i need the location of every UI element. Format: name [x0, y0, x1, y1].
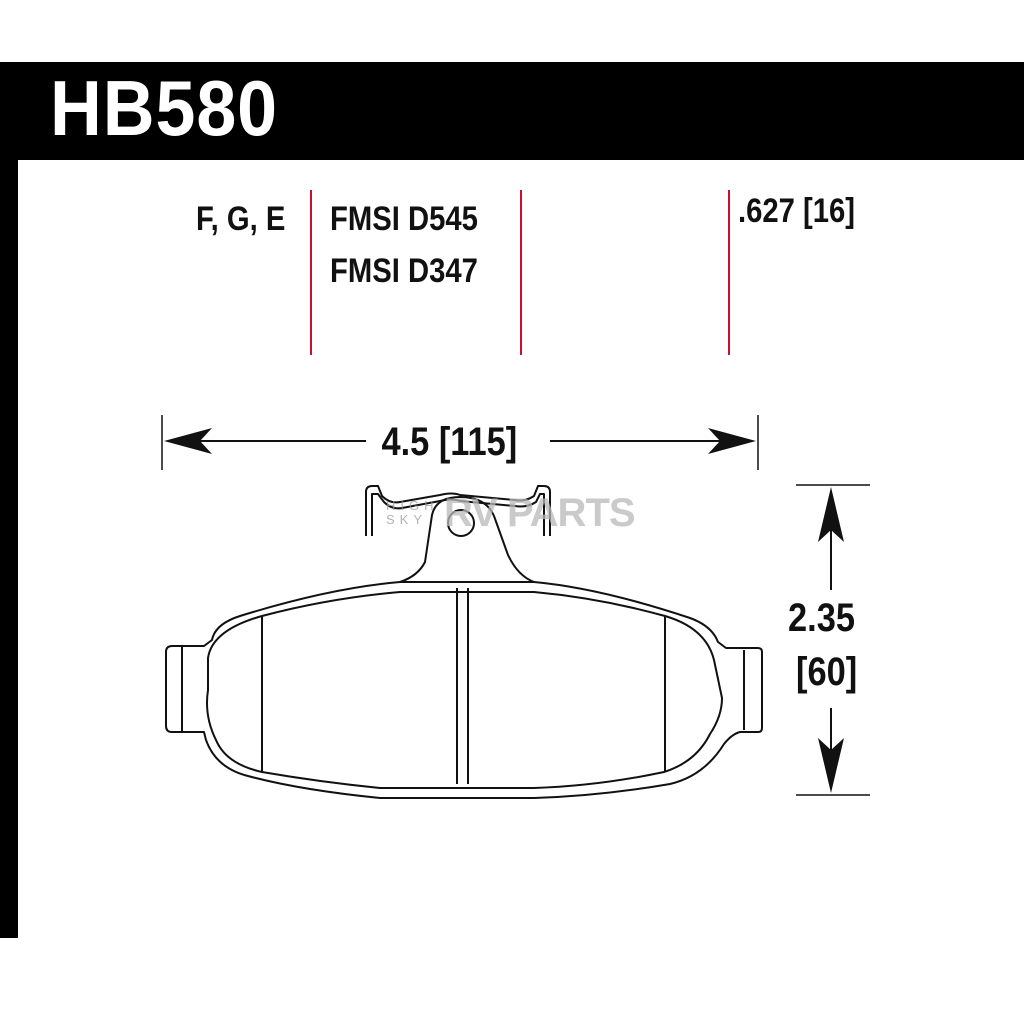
watermark: HIGH SKY RV PARTS [386, 488, 636, 538]
compound-codes: F, G, E [196, 200, 286, 238]
header-bar [0, 62, 1024, 160]
spring-clip-inner [371, 493, 545, 536]
brake-pad [165, 485, 763, 799]
height-dimension-inches: 2.35 [788, 596, 855, 640]
fmsi-primary: FMSI D545 [330, 200, 478, 238]
friction-material [206, 591, 723, 789]
height-dimension [796, 484, 870, 796]
mounting-tab [399, 496, 535, 583]
height-arrow-bottom [818, 738, 844, 793]
divider-lines [310, 190, 730, 355]
left-border [0, 160, 18, 938]
height-dimension-mm: [60] [796, 650, 858, 694]
backing-plate [165, 581, 763, 799]
width-dimension [161, 415, 759, 470]
watermark-brand-text: RV PARTS [444, 490, 636, 535]
fmsi-secondary: FMSI D347 [330, 252, 478, 290]
height-arrow-top [818, 487, 844, 542]
part-number: HB580 [50, 64, 278, 152]
width-arrow-right [708, 428, 756, 454]
spring-clip [365, 485, 551, 536]
thickness-label: .627 [16] [738, 192, 856, 230]
width-dimension-label: 4.5 [115] [378, 420, 521, 464]
mounting-hole [447, 509, 475, 537]
width-arrow-left [164, 428, 212, 454]
watermark-small-text: HIGH SKY [386, 498, 439, 527]
